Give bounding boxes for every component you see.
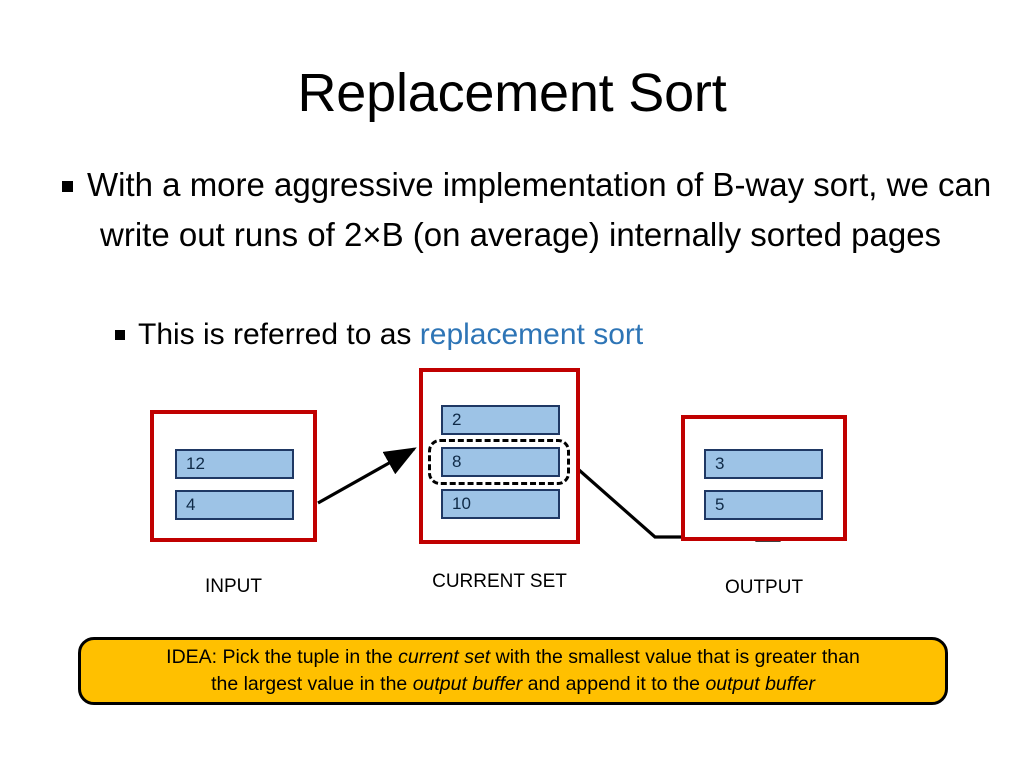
- replacement-sort-diagram: 12 4 2 8 10 3 5 INPUT CURRENT SET OUTPUT: [0, 355, 1024, 605]
- current-set-cell: 10: [441, 489, 560, 519]
- bullet-level-1-text: With a more aggressive implementation of…: [87, 166, 992, 253]
- current-set-cell-highlighted: 8: [441, 447, 560, 477]
- input-caption: INPUT: [205, 576, 262, 597]
- bullet-level-2: This is referred to as replacement sort: [115, 313, 643, 357]
- input-cell: 12: [175, 449, 294, 479]
- output-cell: 5: [704, 490, 823, 520]
- output-cell: 3: [704, 449, 823, 479]
- page-title: Replacement Sort: [297, 63, 727, 123]
- current-set-cell: 2: [441, 405, 560, 435]
- bullet-square-icon: [115, 330, 125, 340]
- arrow-input-to-current-set: [317, 447, 417, 505]
- bullet-level-1: With a more aggressive implementation of…: [62, 160, 992, 260]
- input-cell: 4: [175, 490, 294, 520]
- selected-tuple-highlight: [428, 439, 570, 485]
- bullet-square-icon: [62, 181, 73, 192]
- bullet-level-2-accent-text: replacement sort: [419, 318, 644, 351]
- output-caption: OUTPUT: [724, 577, 804, 598]
- idea-callout-line-1: IDEA: Pick the tuple in the current set …: [166, 646, 860, 668]
- idea-callout: IDEA: Pick the tuple in the current set …: [78, 637, 948, 705]
- bullet-level-2-text: This is referred to as: [138, 318, 420, 351]
- idea-callout-line-2: the largest value in the output buffer a…: [211, 673, 815, 695]
- current-set-caption: CURRENT SET: [432, 571, 567, 592]
